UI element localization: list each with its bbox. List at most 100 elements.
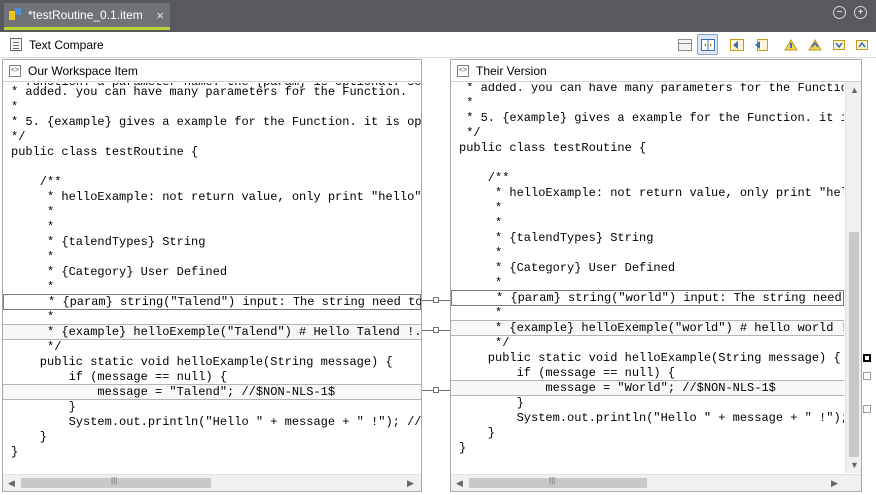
scroll-thumb[interactable] — [21, 478, 211, 488]
left-pane-header: <> Our Workspace Item — [3, 60, 421, 82]
code-line: * {Category} User Defined — [11, 265, 228, 279]
code-line: if (message == null) { — [11, 370, 228, 384]
code-line: * {talendTypes} String — [11, 235, 206, 249]
code-line — [3, 160, 421, 175]
code-line: } — [11, 445, 19, 459]
code-line: * {talendTypes} String — [459, 231, 654, 245]
grip-icon: ||| — [549, 476, 556, 485]
right-code-editor[interactable]: * added. you can have many parameters fo… — [451, 83, 844, 473]
scroll-down-icon[interactable]: ▼ — [850, 460, 859, 470]
scroll-right-icon[interactable]: ▶ — [407, 478, 414, 488]
code-line: * — [11, 100, 19, 114]
next-difference-icon[interactable] — [780, 34, 801, 55]
code-line: */ — [11, 130, 26, 144]
right-vertical-scrollbar[interactable]: ▲ ▼ — [845, 82, 861, 473]
scroll-right-icon[interactable]: ▶ — [831, 478, 838, 488]
java-file-icon: <> — [457, 64, 469, 77]
code-line: System.out.println("Hello " + message + … — [459, 411, 844, 425]
diff-line[interactable]: * {example} helloExemple("world") # hell… — [451, 320, 844, 336]
diff-connector-handle[interactable] — [433, 297, 439, 303]
java-file-icon: <> — [9, 64, 21, 77]
code-line: /** — [11, 175, 62, 189]
scroll-left-icon[interactable]: ◀ — [8, 478, 15, 488]
left-horizontal-scrollbar[interactable]: ◀ ||| ▶ — [3, 474, 421, 491]
compare-view-header: Text Compare — [0, 32, 876, 58]
copy-all-left-to-right-icon[interactable] — [726, 34, 747, 55]
code-line: * — [11, 280, 55, 294]
code-line: } — [11, 430, 48, 444]
code-line: */ — [11, 340, 62, 354]
code-line: System.out.println("Hello " + message + … — [68, 415, 421, 429]
diff-connector-area — [422, 59, 450, 492]
code-line: if (message == null) { — [459, 366, 676, 380]
diff-line-selected[interactable]: * {param} string("Talend") input: The st… — [3, 294, 421, 310]
code-line: */ — [459, 126, 481, 140]
scroll-up-icon[interactable]: ▲ — [850, 85, 859, 95]
code-line: * added. you can have many parameters fo… — [459, 83, 844, 95]
code-line: * function: a parameter name. the {param… — [3, 83, 421, 90]
previous-change-icon[interactable] — [851, 34, 872, 55]
left-pane-title: Our Workspace Item — [28, 63, 138, 78]
overview-ruler-diff[interactable] — [863, 405, 871, 413]
previous-difference-icon[interactable] — [804, 34, 825, 55]
show-ancestor-pane-icon[interactable] — [674, 34, 695, 55]
right-pane-title: Their Version — [476, 63, 547, 78]
scroll-left-icon[interactable]: ◀ — [456, 478, 463, 488]
code-line: * — [11, 250, 55, 264]
routine-file-icon — [8, 8, 22, 22]
code-line: public class testRoutine { — [11, 145, 199, 159]
minimize-icon[interactable]: − — [833, 6, 846, 19]
diff-line[interactable]: message = "Talend"; //$NON-NLS-1$ — [3, 384, 421, 400]
code-line: public static void helloExample(String m… — [459, 351, 841, 365]
overview-ruler-current-diff[interactable] — [863, 354, 871, 362]
code-line: * — [11, 220, 55, 234]
diff-line[interactable]: message = "World"; //$NON-NLS-1$ — [451, 380, 844, 396]
code-line: * {Category} User Defined — [459, 261, 676, 275]
right-pane-header: <> Their Version — [451, 60, 861, 82]
code-line — [451, 156, 844, 171]
copy-current-change-icon[interactable] — [750, 34, 771, 55]
code-line: * added. you can have many parameters fo… — [11, 85, 408, 99]
code-line: public class testRoutine { — [459, 141, 647, 155]
code-line: * — [459, 306, 503, 320]
code-line: * — [11, 310, 55, 324]
code-line: } — [459, 441, 467, 455]
code-line: public static void helloExample(String m… — [11, 355, 393, 369]
scroll-thumb[interactable] — [849, 232, 859, 457]
code-line: } — [459, 396, 524, 410]
code-line: * — [459, 276, 503, 290]
left-code-editor[interactable]: * function: a parameter name. the {param… — [3, 83, 421, 473]
editor-tab[interactable]: *testRoutine_0.1.item × — [4, 3, 170, 30]
diff-line-selected[interactable]: * {param} string("world") input: The str… — [451, 290, 844, 306]
code-line: /** — [459, 171, 510, 185]
grip-icon: ||| — [111, 476, 118, 485]
right-compare-pane: <> Their Version * added. you can have m… — [450, 59, 862, 492]
code-line: } — [11, 400, 76, 414]
toggle-layout-icon[interactable] — [697, 34, 718, 55]
diff-line[interactable]: * {example} helloExemple("Talend") # Hel… — [3, 324, 421, 340]
view-title: Text Compare — [29, 38, 104, 52]
editor-tab-bar: *testRoutine_0.1.item × − + — [0, 0, 876, 32]
code-line: * — [459, 201, 503, 215]
code-line: * 5. {example} gives a example for the F… — [11, 115, 421, 129]
right-horizontal-scrollbar[interactable]: ◀ ||| ▶ — [451, 474, 861, 491]
compare-document-icon — [10, 38, 22, 51]
editor-tab-title: *testRoutine_0.1.item — [28, 8, 143, 22]
code-line: * 5. {example} gives a example for the F… — [466, 111, 844, 125]
diff-connector-handle[interactable] — [433, 327, 439, 333]
maximize-icon[interactable]: + — [854, 6, 867, 19]
code-line: * helloExample: not return value, only p… — [47, 190, 421, 204]
code-line: * — [459, 96, 474, 110]
close-icon[interactable]: × — [156, 8, 164, 23]
scroll-thumb[interactable] — [469, 478, 647, 488]
code-line: * — [11, 205, 55, 219]
code-line: * — [459, 246, 503, 260]
diff-connector-handle[interactable] — [433, 387, 439, 393]
code-line: * — [459, 216, 503, 230]
next-change-icon[interactable] — [828, 34, 849, 55]
code-line: */ — [459, 336, 510, 350]
overview-ruler-diff[interactable] — [863, 372, 871, 380]
left-compare-pane: <> Our Workspace Item * function: a para… — [2, 59, 422, 492]
code-line: * helloExample: not return value, only p… — [495, 186, 844, 200]
code-line: } — [459, 426, 496, 440]
